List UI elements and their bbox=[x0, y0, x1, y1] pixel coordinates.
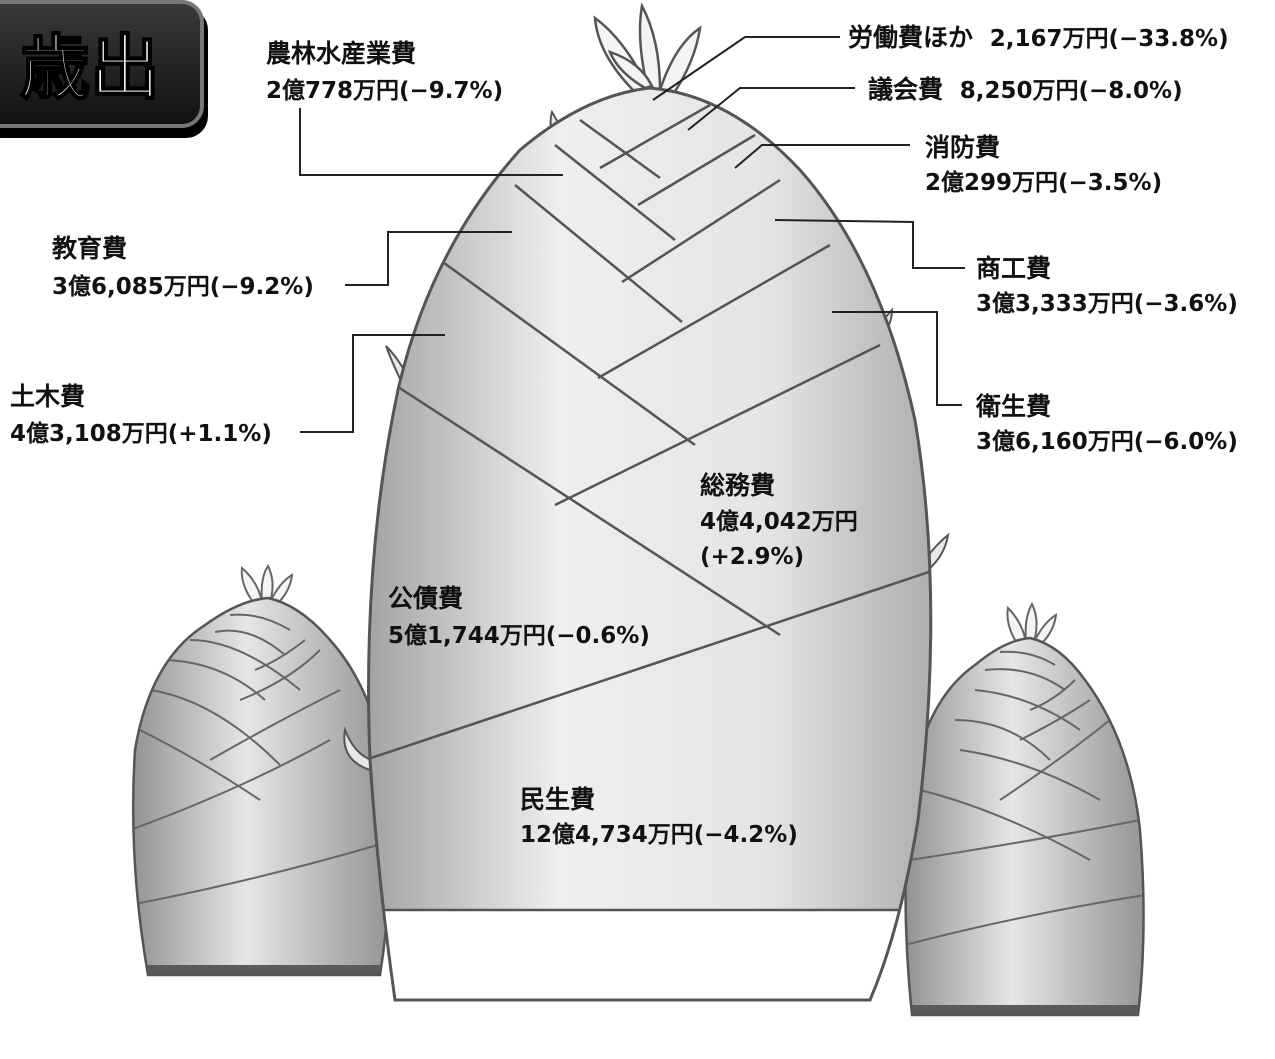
label-somu-name: 総務費 bbox=[700, 471, 775, 500]
label-minsei-change: (−4.2%) bbox=[694, 822, 798, 848]
label-shobo-name: 消防費 bbox=[925, 133, 1000, 162]
svg-text:2億778万円(−9.7%): 2億778万円(−9.7%) bbox=[266, 77, 503, 104]
label-somu-change: (+2.9%) bbox=[700, 544, 804, 570]
label-gikai-name: 議会費 bbox=[868, 75, 943, 104]
label-somu-value: 4億4,042万円 bbox=[700, 508, 858, 535]
title-badge: 歳出 bbox=[0, 0, 208, 138]
title-text: 歳出 bbox=[20, 26, 160, 109]
label-rodo: 労働費ほか 2,167万円(−33.8%) bbox=[848, 23, 1229, 52]
label-rodo-change: (−33.8%) bbox=[1109, 26, 1229, 52]
svg-text:労働費ほか 2,167万円(−33.8%): 労働費ほか 2,167万円(−33.8%) bbox=[848, 23, 1229, 52]
leader-eisei bbox=[832, 311, 962, 406]
main-bamboo-shoot bbox=[343, 2, 950, 1002]
label-shobo-value: 2億299万円 bbox=[925, 169, 1058, 196]
label-gikai-value: 8,250万円 bbox=[960, 78, 1079, 104]
svg-text:12億4,734万円(−4.2%): 12億4,734万円(−4.2%) bbox=[520, 821, 798, 848]
label-kyoiku: 教育費 3億6,085万円(−9.2%) bbox=[52, 234, 314, 300]
label-norin-change: (−9.7%) bbox=[399, 78, 503, 104]
leader-shobo bbox=[734, 144, 910, 169]
svg-text:議会費 8,250万円(−8.0%): 議会費 8,250万円(−8.0%) bbox=[868, 75, 1183, 104]
small-bamboo-shoot-left bbox=[131, 564, 392, 977]
label-doboku-name: 土木費 bbox=[10, 382, 85, 411]
label-kyoiku-name: 教育費 bbox=[52, 234, 127, 263]
small-bamboo-shoot-right bbox=[904, 601, 1145, 1017]
label-gikai-change: (−8.0%) bbox=[1079, 78, 1183, 104]
label-shoko-change: (−3.6%) bbox=[1134, 291, 1238, 317]
svg-text:2億299万円(−3.5%): 2億299万円(−3.5%) bbox=[925, 169, 1162, 196]
label-gikai: 議会費 8,250万円(−8.0%) bbox=[868, 75, 1183, 104]
label-shoko-name: 商工費 bbox=[976, 254, 1051, 283]
label-shobo-change: (−3.5%) bbox=[1058, 170, 1162, 196]
label-minsei-name: 民生費 bbox=[520, 785, 595, 814]
small-left-base bbox=[133, 965, 391, 975]
small-right-leaves bbox=[1006, 601, 1058, 647]
label-kosai-name: 公債費 bbox=[388, 584, 463, 613]
label-kosai: 公債費 5億1,744万円(−0.6%) bbox=[388, 584, 650, 649]
leader-shoko bbox=[774, 219, 965, 269]
main-top-leaves bbox=[593, 2, 702, 98]
label-minsei: 民生費 12億4,734万円(−4.2%) bbox=[520, 785, 798, 848]
label-kosai-change: (−0.6%) bbox=[546, 623, 650, 649]
svg-text:3億6,085万円(−9.2%): 3億6,085万円(−9.2%) bbox=[52, 273, 314, 300]
label-shobo: 消防費 2億299万円(−3.5%) bbox=[925, 133, 1162, 196]
leader-norin bbox=[299, 108, 563, 176]
label-rodo-value: 2,167万円 bbox=[990, 26, 1109, 52]
label-norin-name: 農林水産業費 bbox=[266, 39, 416, 68]
leader-doboku bbox=[300, 334, 445, 433]
label-norin-value: 2億778万円 bbox=[266, 77, 399, 104]
label-kyoiku-change: (−9.2%) bbox=[210, 274, 314, 300]
label-doboku-value: 4億3,108万円 bbox=[10, 420, 168, 447]
svg-text:5億1,744万円(−0.6%): 5億1,744万円(−0.6%) bbox=[388, 622, 650, 649]
label-eisei-change: (−6.0%) bbox=[1134, 429, 1238, 455]
small-right-base bbox=[905, 1005, 1144, 1015]
svg-text:3億6,160万円(−6.0%): 3億6,160万円(−6.0%) bbox=[976, 428, 1238, 455]
label-doboku: 土木費 4億3,108万円(+1.1%) bbox=[10, 382, 272, 447]
label-kyoiku-value: 3億6,085万円 bbox=[52, 273, 210, 300]
label-shoko: 商工費 3億3,333万円(−3.6%) bbox=[976, 254, 1238, 317]
label-norin: 農林水産業費 2億778万円(−9.7%) bbox=[266, 39, 503, 104]
svg-text:4億3,108万円(+1.1%): 4億3,108万円(+1.1%) bbox=[10, 420, 272, 447]
svg-text:3億3,333万円(−3.6%): 3億3,333万円(−3.6%) bbox=[976, 290, 1238, 317]
label-minsei-value: 12億4,734万円 bbox=[520, 821, 694, 848]
title-badge-box bbox=[0, 0, 204, 128]
label-eisei-name: 衛生費 bbox=[975, 392, 1051, 421]
label-rodo-name: 労働費ほか bbox=[848, 23, 973, 52]
label-shoko-value: 3億3,333万円 bbox=[976, 290, 1134, 317]
leader-rodo bbox=[652, 36, 840, 101]
leader-lines bbox=[299, 36, 965, 433]
small-left-leaves bbox=[240, 564, 294, 607]
label-somu: 総務費 4億4,042万円 (+2.9%) bbox=[700, 471, 858, 570]
leader-gikai bbox=[687, 87, 855, 131]
label-eisei: 衛生費 3億6,160万円(−6.0%) bbox=[975, 392, 1238, 455]
label-kosai-value: 5億1,744万円 bbox=[388, 622, 546, 649]
leader-kyoiku bbox=[345, 231, 512, 286]
label-eisei-value: 3億6,160万円 bbox=[976, 428, 1134, 455]
label-doboku-change: (+1.1%) bbox=[168, 421, 272, 447]
